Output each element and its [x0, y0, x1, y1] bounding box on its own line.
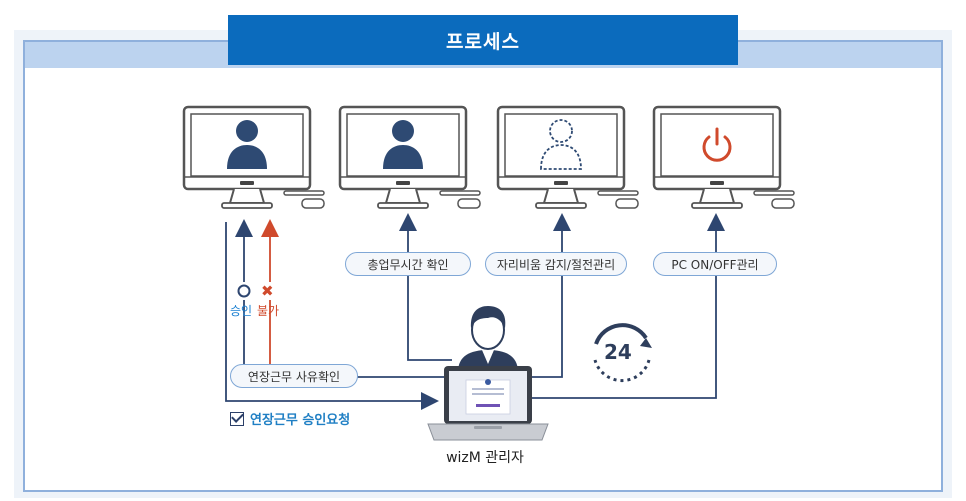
- reject-x-icon: ✖: [261, 282, 274, 300]
- monitor-icon: [652, 105, 796, 210]
- pc-onoff-pill: PC ON/OFF관리: [653, 252, 777, 276]
- idle-detect-pill: 자리비움 감지/절전관리: [485, 252, 627, 276]
- monitor-icon: [182, 105, 326, 210]
- process-panel: [23, 40, 943, 492]
- laptop-icon: [427, 366, 549, 441]
- page-title: 프로세스: [228, 15, 738, 65]
- manager-avatar-icon: [458, 306, 518, 372]
- reject-label: 불가: [257, 304, 280, 318]
- cycle-24-icon: [593, 323, 652, 383]
- user-icon: [383, 120, 423, 169]
- approve-circle-icon: [237, 284, 251, 298]
- monitor-icon: [496, 105, 640, 210]
- request-label: 연장근무 승인요청: [250, 413, 351, 428]
- monitor-icon: [338, 105, 482, 210]
- overtime-check-pill: 총업무시간 확인: [345, 252, 471, 276]
- overtime-request: 연장근무 승인요청: [230, 409, 350, 428]
- checkbox-icon: [230, 411, 244, 426]
- approve-label: 승인: [230, 304, 253, 318]
- reason-check-pill: 연장근무 사유확인: [230, 364, 358, 388]
- power-icon: [702, 127, 732, 162]
- dashed-user-icon: [540, 119, 582, 170]
- user-icon: [227, 120, 267, 169]
- admin-label: wizM 관리자: [446, 450, 524, 466]
- cycle-24-label: 24: [604, 340, 632, 364]
